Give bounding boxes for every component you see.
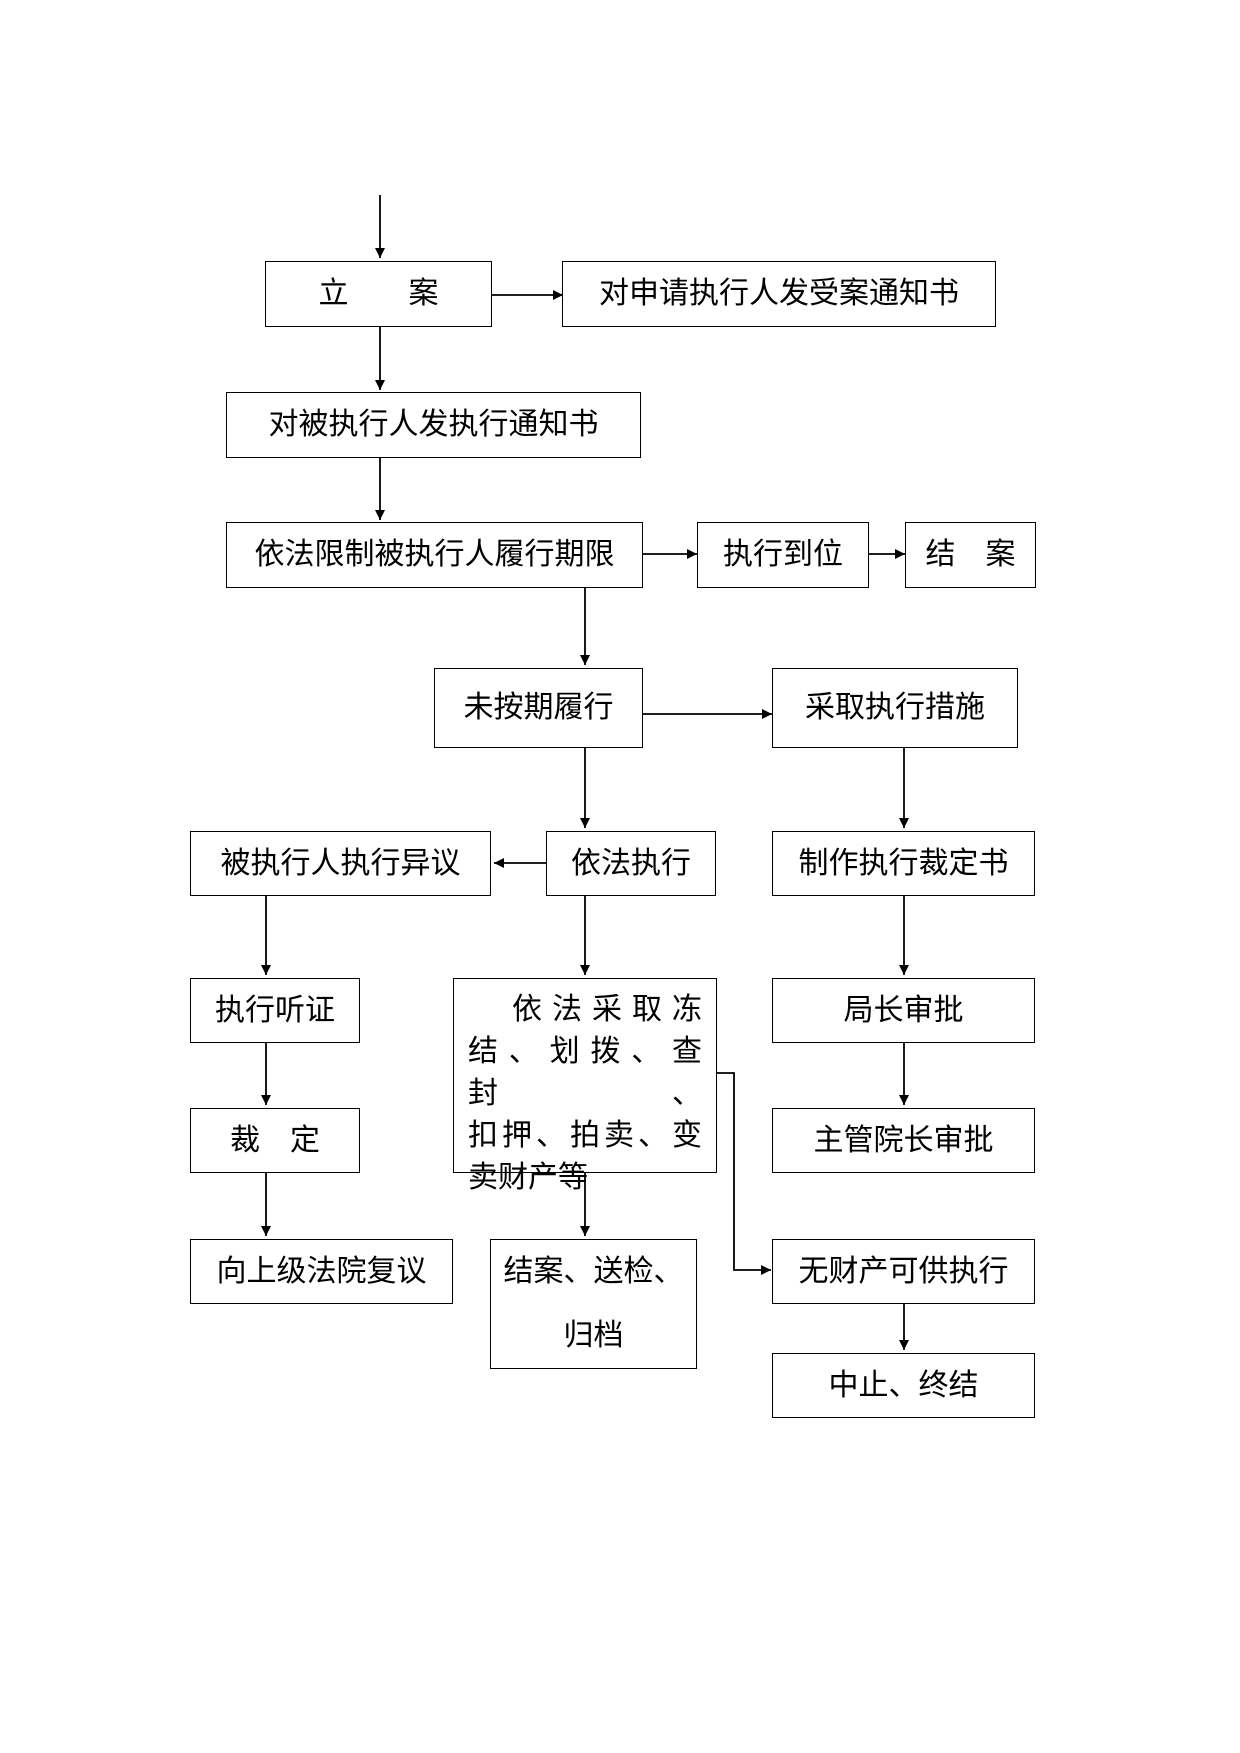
- suspend-terminate-label: 中止、终结: [828, 1367, 979, 1403]
- arrow-actions-no-property: [714, 1072, 771, 1275]
- close-archive-line: 归档: [563, 1318, 624, 1353]
- not-performed-box: 未按期履行: [434, 668, 643, 748]
- enforce-by-law-box: 依法执行: [546, 831, 716, 896]
- notify-applicant-label: 对申请执行人发受案通知书: [599, 276, 959, 311]
- objection-box: 被执行人执行异议: [190, 831, 491, 896]
- deadline-box: 依法限制被执行人履行期限: [226, 522, 643, 588]
- enforcement-actions-line: 扣押、拍卖、变: [468, 1118, 702, 1153]
- ruling-box: 裁 定: [190, 1108, 360, 1173]
- take-measures-box: 采取执行措施: [772, 668, 1018, 748]
- close-archive-box: 结案、送检、 归档: [490, 1239, 697, 1369]
- enforcement-actions-text: 依法采取冻 结、划拨、查封、 扣押、拍卖、变 卖财产等: [454, 979, 716, 1199]
- no-property-label: 无财产可供执行: [798, 1253, 1009, 1289]
- bureau-approval-box: 局长审批: [772, 978, 1035, 1043]
- take-measures-label: 采取执行措施: [805, 690, 985, 725]
- appeal-label: 向上级法院复议: [216, 1253, 427, 1289]
- enforcement-actions-line: 卖财产等: [468, 1160, 588, 1195]
- close-archive-text: 结案、送检、 归档: [504, 1240, 684, 1368]
- appeal-box: 向上级法院复议: [190, 1239, 453, 1304]
- notify-applicant-box: 对申请执行人发受案通知书: [562, 261, 996, 327]
- no-property-box: 无财产可供执行: [772, 1239, 1035, 1304]
- close-case-label: 结 案: [925, 537, 1016, 572]
- deadline-label: 依法限制被执行人履行期限: [254, 537, 615, 572]
- close-archive-line: 结案、送检、: [503, 1254, 684, 1289]
- president-approval-label: 主管院长审批: [813, 1122, 994, 1158]
- objection-label: 被执行人执行异议: [220, 845, 461, 881]
- ruling-doc-label: 制作执行裁定书: [798, 845, 1009, 881]
- hearing-label: 执行听证: [215, 992, 335, 1028]
- register-box: 立 案: [265, 261, 492, 327]
- ruling-label: 裁 定: [230, 1122, 320, 1158]
- executed-box: 执行到位: [697, 522, 869, 588]
- register-label: 立 案: [318, 276, 439, 311]
- suspend-terminate-box: 中止、终结: [772, 1353, 1035, 1418]
- enforce-by-law-label: 依法执行: [571, 845, 691, 881]
- president-approval-box: 主管院长审批: [772, 1108, 1035, 1173]
- enforcement-actions-line: 结、划拨、查封、: [468, 1034, 702, 1111]
- enforcement-actions-box: 依法采取冻 结、划拨、查封、 扣押、拍卖、变 卖财产等: [453, 978, 717, 1195]
- hearing-box: 执行听证: [190, 978, 360, 1043]
- notify-respondent-box: 对被执行人发执行通知书: [226, 392, 641, 458]
- enforcement-actions-line: 依法采取冻: [512, 992, 702, 1027]
- executed-label: 执行到位: [723, 537, 843, 572]
- not-performed-label: 未按期履行: [463, 690, 614, 725]
- ruling-doc-box: 制作执行裁定书: [772, 831, 1035, 896]
- close-case-box: 结 案: [905, 522, 1036, 588]
- notify-respondent-label: 对被执行人发执行通知书: [268, 407, 599, 442]
- bureau-approval-label: 局长审批: [843, 992, 964, 1028]
